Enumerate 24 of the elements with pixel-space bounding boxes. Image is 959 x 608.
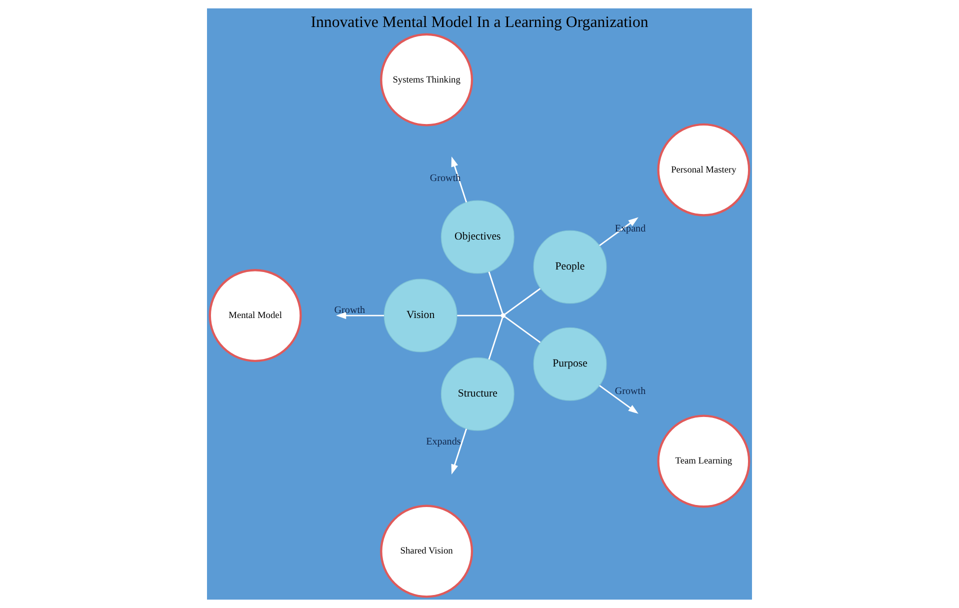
edge-label: Growth <box>334 304 366 316</box>
node-circle: Objectives <box>440 200 514 274</box>
node-circle: Systems Thinking <box>380 33 474 126</box>
connector <box>488 318 504 360</box>
node-point <box>500 313 506 318</box>
connector <box>504 316 541 344</box>
node-circle: Mental Model <box>208 269 302 362</box>
arrow <box>599 384 638 414</box>
arrow <box>451 156 468 202</box>
node-circle: Personal Mastery <box>657 123 750 216</box>
edge-label: Growth <box>614 386 646 398</box>
node-circle: Purpose <box>533 327 607 401</box>
connector <box>504 288 541 315</box>
arrow <box>451 428 468 475</box>
node-circle: Shared Vision <box>380 504 474 598</box>
node-circle: Team Learning <box>657 414 750 508</box>
arrow <box>336 312 384 320</box>
node-circle: People <box>533 230 607 304</box>
connector <box>457 314 501 316</box>
node-circle: Structure <box>440 357 514 431</box>
connector <box>488 272 504 314</box>
edge-label: Expands <box>426 436 461 448</box>
node-circle: Vision <box>384 278 458 352</box>
diagram-title: Innovative Mental Model In a Learning Organization <box>310 14 648 31</box>
